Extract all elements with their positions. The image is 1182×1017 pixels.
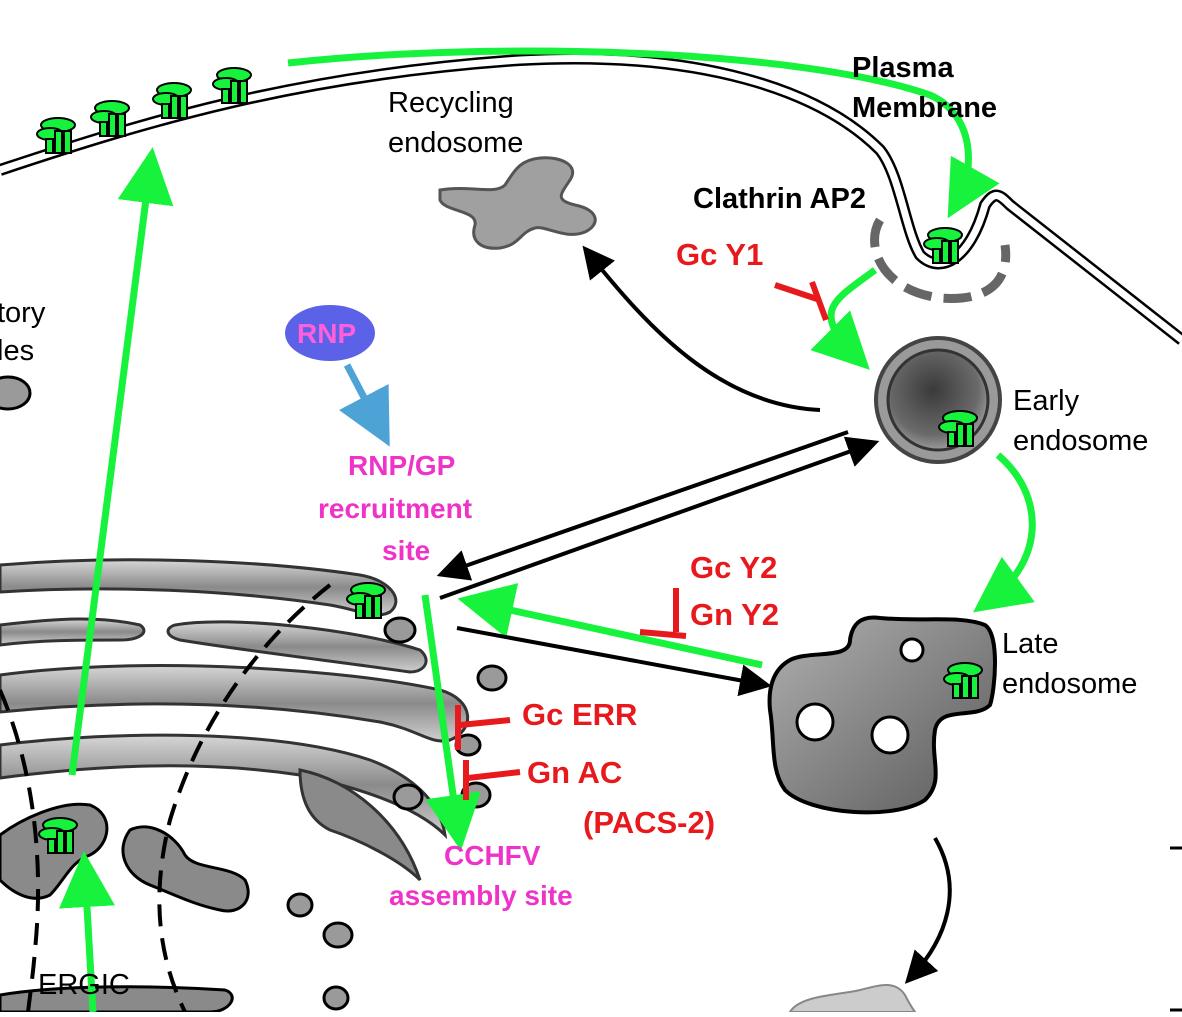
green-arrow-ergic-to-membrane	[68, 147, 174, 776]
recycling-endosome-label-2: endosome	[388, 127, 523, 159]
inhibit-gc-err	[455, 705, 511, 750]
clathrin-coat	[870, 217, 1011, 303]
plasma-membrane-label-1: Plasma	[852, 52, 954, 84]
plasma-membrane	[0, 52, 1182, 345]
blue-arrow-rnp-to-site	[338, 363, 390, 447]
green-arrow-to-pit	[287, 47, 1000, 219]
lysosome-fragment	[788, 984, 917, 1013]
late-endosome	[767, 615, 997, 815]
black-arrow-late-down	[904, 837, 952, 984]
edge-ticks	[1170, 846, 1182, 1012]
gn-ac-label: Gn AC	[527, 755, 622, 790]
golgi-vesicles	[0, 375, 508, 1011]
gc-y1-label: Gc Y1	[676, 237, 763, 272]
assembly-site-label-2: assembly site	[389, 880, 573, 911]
early-endosome	[874, 336, 1002, 464]
glycoprotein-icon	[346, 582, 386, 619]
late-endosome-label-1: Late	[1002, 628, 1058, 660]
inhibit-gc-y2-gn-y2	[639, 588, 687, 639]
inhibition-markers	[455, 280, 829, 800]
black-arrow-golgi-to-late	[456, 626, 772, 697]
inhibit-gc-y1	[774, 280, 829, 322]
glycoprotein-icon	[212, 67, 252, 104]
late-endosome-label-2: endosome	[1002, 668, 1137, 700]
green-arrow-ergic-up	[59, 851, 115, 1013]
gn-y2-label: Gn Y2	[690, 597, 779, 632]
dashed-boundaries	[0, 583, 332, 1013]
glycoprotein-icon	[90, 100, 130, 137]
clathrin-ap2-label: Clathrin AP2	[693, 183, 866, 215]
black-arrow-early-to-recycling	[582, 245, 821, 412]
gc-err-label: Gc ERR	[522, 697, 637, 732]
plasma-membrane-label-2: Membrane	[852, 92, 997, 124]
early-endosome-label-1: Early	[1013, 385, 1080, 417]
secretory-vesicles-label-1: tory	[0, 297, 46, 329]
ergic-label: ERGIC	[38, 969, 130, 1001]
assembly-site-label-1: CCHFV	[444, 840, 541, 871]
green-arrow-early-to-late	[973, 452, 1036, 613]
pacs2-label: (PACS-2)	[583, 805, 715, 840]
glycoprotein-icon	[152, 82, 192, 119]
green-arrow-pit-to-early	[810, 267, 878, 370]
recruitment-site-label-1: RNP/GP	[348, 450, 455, 481]
recruitment-site-label-2: recruitment	[318, 493, 472, 524]
black-arrows	[436, 245, 952, 984]
rnp-blob	[285, 305, 375, 361]
glycoprotein-icon	[36, 117, 76, 154]
recycling-endosome	[438, 156, 597, 250]
black-arrow-early-to-recruitment	[436, 430, 849, 581]
recruitment-site-label-3: site	[382, 535, 430, 566]
green-arrow-golgi-to-assembly	[421, 594, 481, 851]
green-arrow-late-to-golgi	[457, 583, 763, 669]
recycling-endosome-label-1: Recycling	[388, 87, 514, 119]
text-labels: Plasma Membrane Recycling endosome Clath…	[0, 52, 1148, 1001]
black-arrow-recruitment-to-early	[439, 436, 880, 600]
early-endosome-label-2: endosome	[1013, 425, 1148, 457]
gc-y2-label: Gc Y2	[690, 550, 777, 585]
inhibit-gn-ac	[463, 760, 521, 800]
secretory-vesicles-label-2: les	[0, 335, 34, 367]
green-arrows	[59, 147, 1036, 1013]
rnp-label: RNP	[297, 318, 356, 349]
